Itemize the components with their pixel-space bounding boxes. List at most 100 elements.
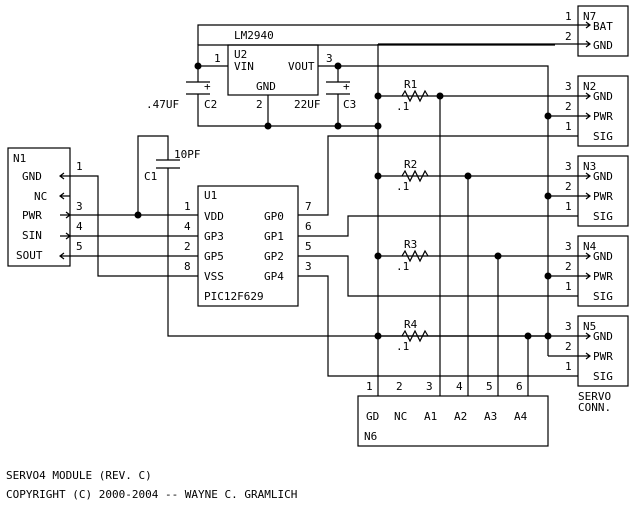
wire-gnd-bottom [197,94,378,127]
junction-dot [544,112,552,120]
n3-ref: N3 [583,160,596,173]
junction-dot [544,332,552,340]
n1-body [7,147,71,267]
wire-pwr-n3 [548,192,591,200]
u2-pin-vin: VIN [234,60,254,73]
wire-pwr-n5 [548,352,591,360]
junction-dot [374,172,382,180]
n7-bat-arrow [548,21,591,29]
c3-plus: + [343,80,350,93]
u2-pin-vout: VOUT [288,60,315,73]
c2-value: .47UF [146,98,179,111]
wire-c1-top [137,135,169,215]
r2-body [401,169,429,183]
n2-num-1: 1 [565,120,572,133]
junction-dot [544,192,552,200]
u1-pin-gp0: GP0 [264,210,284,223]
n6-ref: N6 [364,430,377,443]
u1-pin-gp4: GP4 [264,270,284,283]
n3-num-3: 3 [565,160,572,173]
n6-num-2: 2 [396,380,403,393]
n5-body [577,315,629,387]
n1-pin-pwr: PWR [22,209,42,222]
wire-gnd-n2 [378,92,591,100]
wire-gnd-n3 [378,172,591,180]
u1-pin-gp5: GP5 [204,250,224,263]
n4-pin-pwr: PWR [593,270,613,283]
n1-num-5: 5 [76,240,83,253]
u2-num-gnd: 2 [256,98,263,111]
n3-pin-sig: SIG [593,210,613,223]
r2-value: .1 [396,180,409,193]
n2-num-3: 3 [565,80,572,93]
n2-pin-pwr: PWR [593,110,613,123]
wire-sense-a2 [464,176,472,407]
n7-pin-gnd: GND [593,39,613,52]
junction-dot [334,122,342,130]
n5-pin-pwr: PWR [593,350,613,363]
junction-dot [494,252,502,260]
c2-ref: C2 [204,98,217,111]
u1-pin-vss: VSS [204,270,224,283]
u2-pin-gnd: GND [256,80,276,93]
wire-sense-a1 [436,96,444,407]
n5-pin-gnd: GND [593,330,613,343]
n6-pin-nc: NC [394,410,407,423]
n6-num-1: 1 [366,380,373,393]
wire-sense-a3 [494,256,502,407]
n1-num-1: 1 [76,160,83,173]
junction-dot [374,332,382,340]
c1-value: 10PF [174,148,201,161]
n1-pin-sout: SOUT [16,249,43,262]
n7-num-1: 1 [565,10,572,23]
n7-gnd-arrow [378,40,591,48]
junction-dot [374,252,382,260]
junction-dot [134,211,142,219]
footer-title: SERVO4 MODULE (REV. C) [6,469,152,482]
n2-body [577,75,629,147]
u1-pin-gp1: GP1 [264,230,284,243]
n6-num-6: 6 [516,380,523,393]
n2-ref: N2 [583,80,596,93]
n4-body [577,235,629,307]
r1-value: .1 [396,100,409,113]
r1-ref: R1 [404,78,417,91]
n6-num-3: 3 [426,380,433,393]
n6-pin-a4: A4 [514,410,528,423]
u1-pin-gp2: GP2 [264,250,284,263]
u1-num-7: 7 [305,200,312,213]
r1-body [401,89,429,103]
u2-part: LM2940 [234,29,274,42]
n4-ref: N4 [583,240,597,253]
n6-pin-a3: A3 [484,410,497,423]
n2-pin-gnd: GND [593,90,613,103]
r4-body [401,329,429,343]
u1-num-8: 8 [184,260,191,273]
n6-num-5: 5 [486,380,493,393]
n3-pin-pwr: PWR [593,190,613,203]
n5-ref: N5 [583,320,596,333]
junction-dot [436,92,444,100]
u1-body [197,185,299,307]
n6-pin-gd: GD [366,410,379,423]
n6-pin-a1: A1 [424,410,437,423]
u1-num-5: 5 [305,240,312,253]
junction-dot [524,332,532,340]
wire-pwr-n2 [548,112,591,120]
u2-body [227,44,319,96]
n2-num-2: 2 [565,100,572,113]
n7-body [577,5,629,57]
n1-nc-arrow [59,192,70,200]
wire-gp4-sig-n5 [298,275,591,380]
n1-gnd-arrow [59,172,70,180]
n6-body [357,395,549,447]
n4-num-1: 1 [565,280,572,293]
n7-num-2: 2 [565,30,572,43]
u1-part: PIC12F629 [204,290,264,303]
n6-pin-a2: A2 [454,410,467,423]
footer-copyright: COPYRIGHT (C) 2000-2004 -- WAYNE C. GRAM… [6,488,297,501]
n2-pin-sig: SIG [593,130,613,143]
n4-pin-gnd: GND [593,250,613,263]
junction-dot [334,62,342,70]
